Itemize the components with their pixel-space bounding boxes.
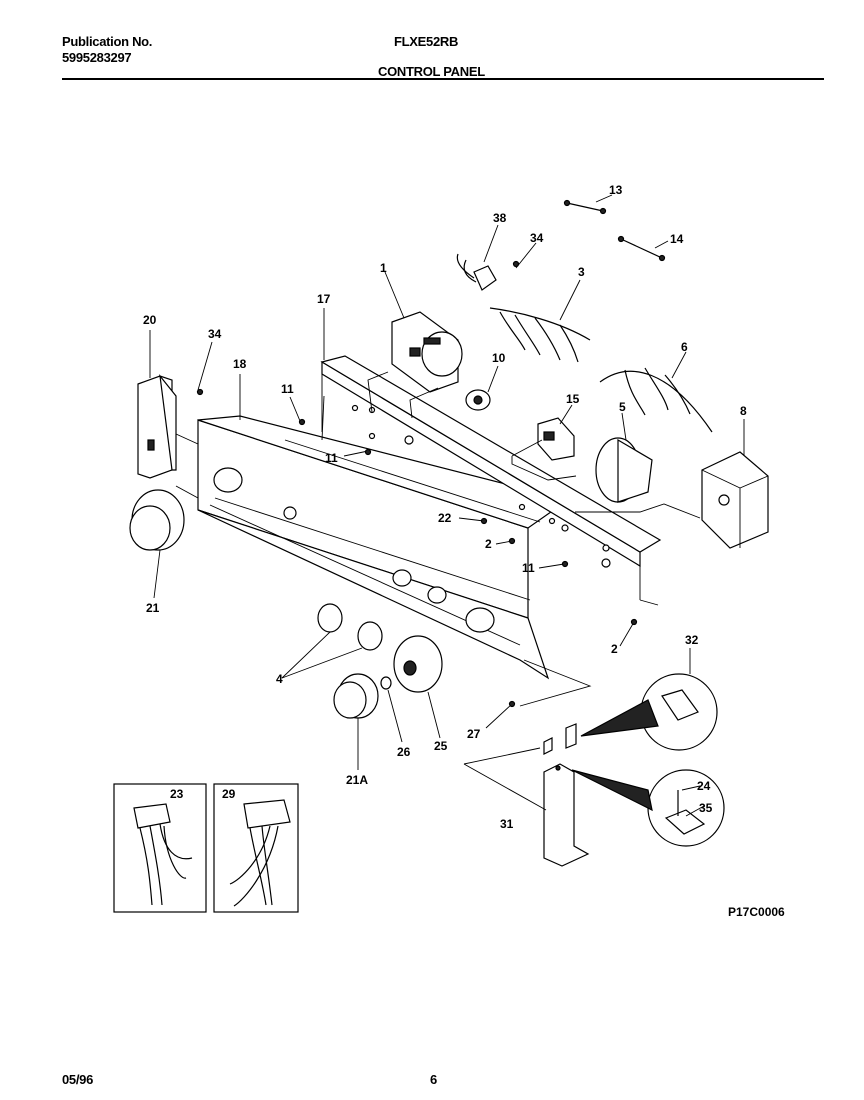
callout-15: 15 xyxy=(566,392,580,406)
callout-34-top: 34 xyxy=(530,231,544,245)
switch-38 xyxy=(456,253,497,291)
callout-25: 25 xyxy=(434,739,448,753)
callout-23: 23 xyxy=(170,787,184,801)
callout-27: 27 xyxy=(467,727,481,741)
knob-21a xyxy=(333,673,379,719)
callout-31: 31 xyxy=(500,817,514,831)
spring-26 xyxy=(380,676,392,690)
harness-route xyxy=(575,503,701,519)
callout-17: 17 xyxy=(317,292,331,306)
callout-32: 32 xyxy=(685,633,699,647)
callout-11-upper: 11 xyxy=(281,382,294,396)
callout-24: 24 xyxy=(697,779,711,793)
rear-panel-frame xyxy=(320,355,662,606)
callout-4: 4 xyxy=(276,672,283,686)
header-rule xyxy=(62,78,824,80)
leader-lines xyxy=(149,194,745,817)
callout-18: 18 xyxy=(233,357,247,371)
callout-22: 22 xyxy=(438,511,452,525)
bracket-31 xyxy=(543,723,590,867)
callout-11-middle: 11 xyxy=(325,451,338,465)
callout-labels: 13 38 34 14 1 3 17 20 34 18 10 6 11 15 5… xyxy=(143,183,785,919)
callout-1: 1 xyxy=(380,261,387,275)
callout-20: 20 xyxy=(143,313,157,327)
callout-21: 21 xyxy=(146,601,160,615)
pressure-switch-5 xyxy=(595,437,653,503)
wire-jumper-13 xyxy=(563,199,607,215)
publication-label: Publication No. xyxy=(62,34,153,49)
callout-29: 29 xyxy=(222,787,236,801)
callout-38: 38 xyxy=(493,211,507,225)
model-number: FLXE52RB xyxy=(394,34,459,49)
callout-34-left: 34 xyxy=(208,327,222,341)
section-title: CONTROL PANEL xyxy=(378,64,485,79)
callout-13: 13 xyxy=(609,183,623,197)
callout-11-lower: 11 xyxy=(522,561,535,575)
terminal-block-8 xyxy=(701,451,769,549)
publication-number: 5995283297 xyxy=(62,50,132,65)
callout-14: 14 xyxy=(670,232,684,246)
wire-harness-6 xyxy=(599,367,713,433)
callout-8: 8 xyxy=(740,404,747,418)
callout-2-middle: 2 xyxy=(485,537,492,551)
callout-6: 6 xyxy=(681,340,688,354)
control-panel-housing xyxy=(197,415,570,680)
wire-jumper-14 xyxy=(617,235,666,262)
page-number: 6 xyxy=(430,1072,437,1087)
dial-25 xyxy=(393,635,443,693)
diagram-code: P17C0006 xyxy=(728,905,785,919)
detail-callout-24-35 xyxy=(571,769,725,847)
switch-15 xyxy=(537,417,575,461)
callout-26: 26 xyxy=(397,745,411,759)
connector-inset-29 xyxy=(213,783,299,913)
timer-motor xyxy=(391,311,463,393)
callout-35: 35 xyxy=(699,801,713,815)
callout-5: 5 xyxy=(619,400,626,414)
callout-2-right: 2 xyxy=(611,642,618,656)
connector-inset-23 xyxy=(113,783,207,913)
callout-3: 3 xyxy=(578,265,585,279)
callout-21a: 21A xyxy=(346,773,368,787)
detail-callout-32 xyxy=(580,673,718,751)
screws xyxy=(196,260,638,708)
callout-10: 10 xyxy=(492,351,506,365)
knobs-4 xyxy=(317,603,383,651)
wire-harness-3 xyxy=(489,307,591,363)
knob-10 xyxy=(465,389,491,411)
footer-date: 05/96 xyxy=(62,1072,94,1087)
bracket-20 xyxy=(137,373,177,479)
knob-21 xyxy=(129,489,185,551)
